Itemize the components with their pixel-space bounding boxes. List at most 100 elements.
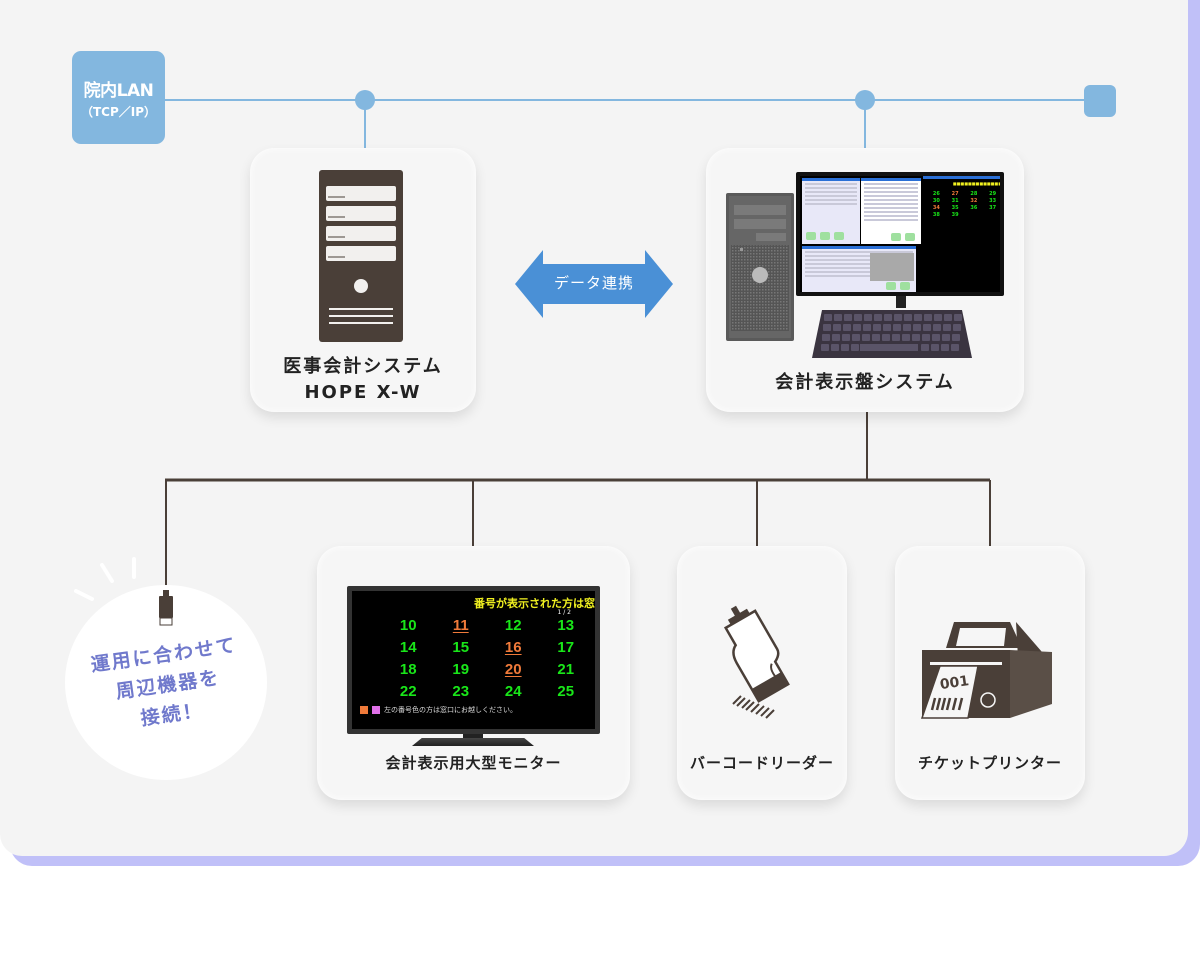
waiting-number: 15: [452, 639, 470, 656]
waiting-number: 18: [399, 661, 417, 678]
waiting-number: 12: [504, 617, 522, 634]
mini-number: 39: [951, 212, 959, 218]
keyboard-key: [921, 344, 929, 351]
double-arrow-icon: [515, 250, 673, 318]
mini-number: 36: [970, 205, 978, 211]
mini-number: 34: [932, 205, 940, 211]
keyboard-key: [913, 324, 921, 331]
mini-number: 28: [970, 191, 978, 197]
keyboard-key: [841, 344, 849, 351]
keyboard-key: [833, 324, 841, 331]
keyboard-key: [954, 314, 962, 321]
tv-stand-base: [412, 738, 534, 746]
card-barcode-reader[interactable]: バーコードリーダー: [677, 546, 847, 800]
server-tower-icon: [319, 170, 403, 342]
waiting-number: 22: [399, 683, 417, 700]
keyboard-key: [851, 344, 859, 351]
keyboard-key: [844, 314, 852, 321]
keyboard-key: [884, 314, 892, 321]
keyboard-key: [923, 324, 931, 331]
barcode-marks: [732, 695, 775, 719]
waiting-number: 24: [504, 683, 522, 700]
keyboard-key: [873, 324, 881, 331]
keyboard-key: [832, 334, 840, 341]
lan-terminator: [1084, 85, 1116, 117]
keyboard-key: [821, 344, 829, 351]
mini-number: 29: [989, 191, 997, 197]
tv-footer-text: 左の番号色の方は窓口にお越しください。: [384, 706, 517, 714]
keyboard-key: [902, 334, 910, 341]
legend-swatch-orange: [360, 706, 368, 714]
keyboard-key: [924, 314, 932, 321]
mini-number: 38: [932, 212, 940, 218]
app-window: [802, 246, 916, 292]
mini-number: 35: [951, 205, 959, 211]
keyboard-key: [953, 324, 961, 331]
keyboard-key: [892, 334, 900, 341]
legend-swatch-pink: [372, 706, 380, 714]
keyboard-key: [872, 334, 880, 341]
keyboard-icon: [812, 310, 972, 358]
keyboard-key: [952, 334, 960, 341]
keyboard-key: [931, 344, 939, 351]
large-monitor-label: 会計表示用大型モニター: [385, 754, 562, 772]
waiting-number: 10: [399, 617, 417, 634]
keyboard-key: [882, 334, 890, 341]
card-ticket-printer[interactable]: 001 チケットプリンター: [895, 546, 1085, 800]
keyboard-key: [941, 344, 949, 351]
data-link-arrow: データ連携: [515, 250, 673, 318]
lan-label-box: 院内LAN （TCP／IP）: [72, 51, 165, 144]
display-system-label: 会計表示盤システム: [775, 372, 955, 393]
waiting-number: 19: [452, 661, 470, 678]
app-window: [861, 178, 921, 244]
emphasis-marks: [74, 557, 136, 601]
keyboard-key: [842, 334, 850, 341]
tv-footer: 左の番号色の方は窓口にお越しください。: [360, 705, 517, 715]
app-window: [802, 178, 860, 244]
waiting-number: 17: [557, 639, 575, 656]
keyboard-key: [862, 334, 870, 341]
keyboard-key: [824, 314, 832, 321]
barcode-reader-icon: [723, 605, 790, 719]
tv-stand-neck: [463, 734, 483, 740]
lan-subtitle: （TCP／IP）: [80, 104, 157, 119]
called-number: 16: [504, 639, 522, 656]
keyboard-key: [864, 314, 872, 321]
keyboard-key: [852, 334, 860, 341]
keyboard-key: [951, 344, 959, 351]
keyboard-key: [914, 314, 922, 321]
keyboard-key: [834, 314, 842, 321]
keyboard-key: [932, 334, 940, 341]
keyboard-key: [942, 334, 950, 341]
mini-number: 37: [989, 205, 997, 211]
keyboard-key: [874, 314, 882, 321]
accounting-system-label: 医事会計システム: [283, 356, 443, 377]
accounting-system-product: HOPE X-W: [304, 382, 422, 403]
ticket-number: 001: [939, 673, 970, 693]
mini-number: 26: [932, 191, 940, 197]
keyboard-key: [843, 324, 851, 331]
pc-tower-icon: [726, 193, 794, 341]
keyboard-key: [903, 324, 911, 331]
keyboard-key: [922, 334, 930, 341]
waiting-number: 21: [557, 661, 575, 678]
keyboard-key: [854, 314, 862, 321]
barcode-reader-label: バーコードリーダー: [689, 754, 834, 772]
keyboard-key: [934, 314, 942, 321]
keyboard-key: [904, 314, 912, 321]
called-number: 11: [452, 617, 469, 634]
mini-number: 31: [951, 198, 959, 204]
mini-number: 30: [932, 198, 940, 204]
lan-title: 院内LAN: [83, 80, 154, 101]
keyboard-key: [853, 324, 861, 331]
pc-monitor-stand: [896, 296, 906, 308]
ticket-printer-icon: 001: [920, 622, 1052, 719]
ticket-printer-label: チケットプリンター: [917, 754, 1062, 772]
card-accounting-system[interactable]: 医事会計システム HOPE X-W: [250, 148, 476, 412]
keyboard-key: [912, 334, 920, 341]
